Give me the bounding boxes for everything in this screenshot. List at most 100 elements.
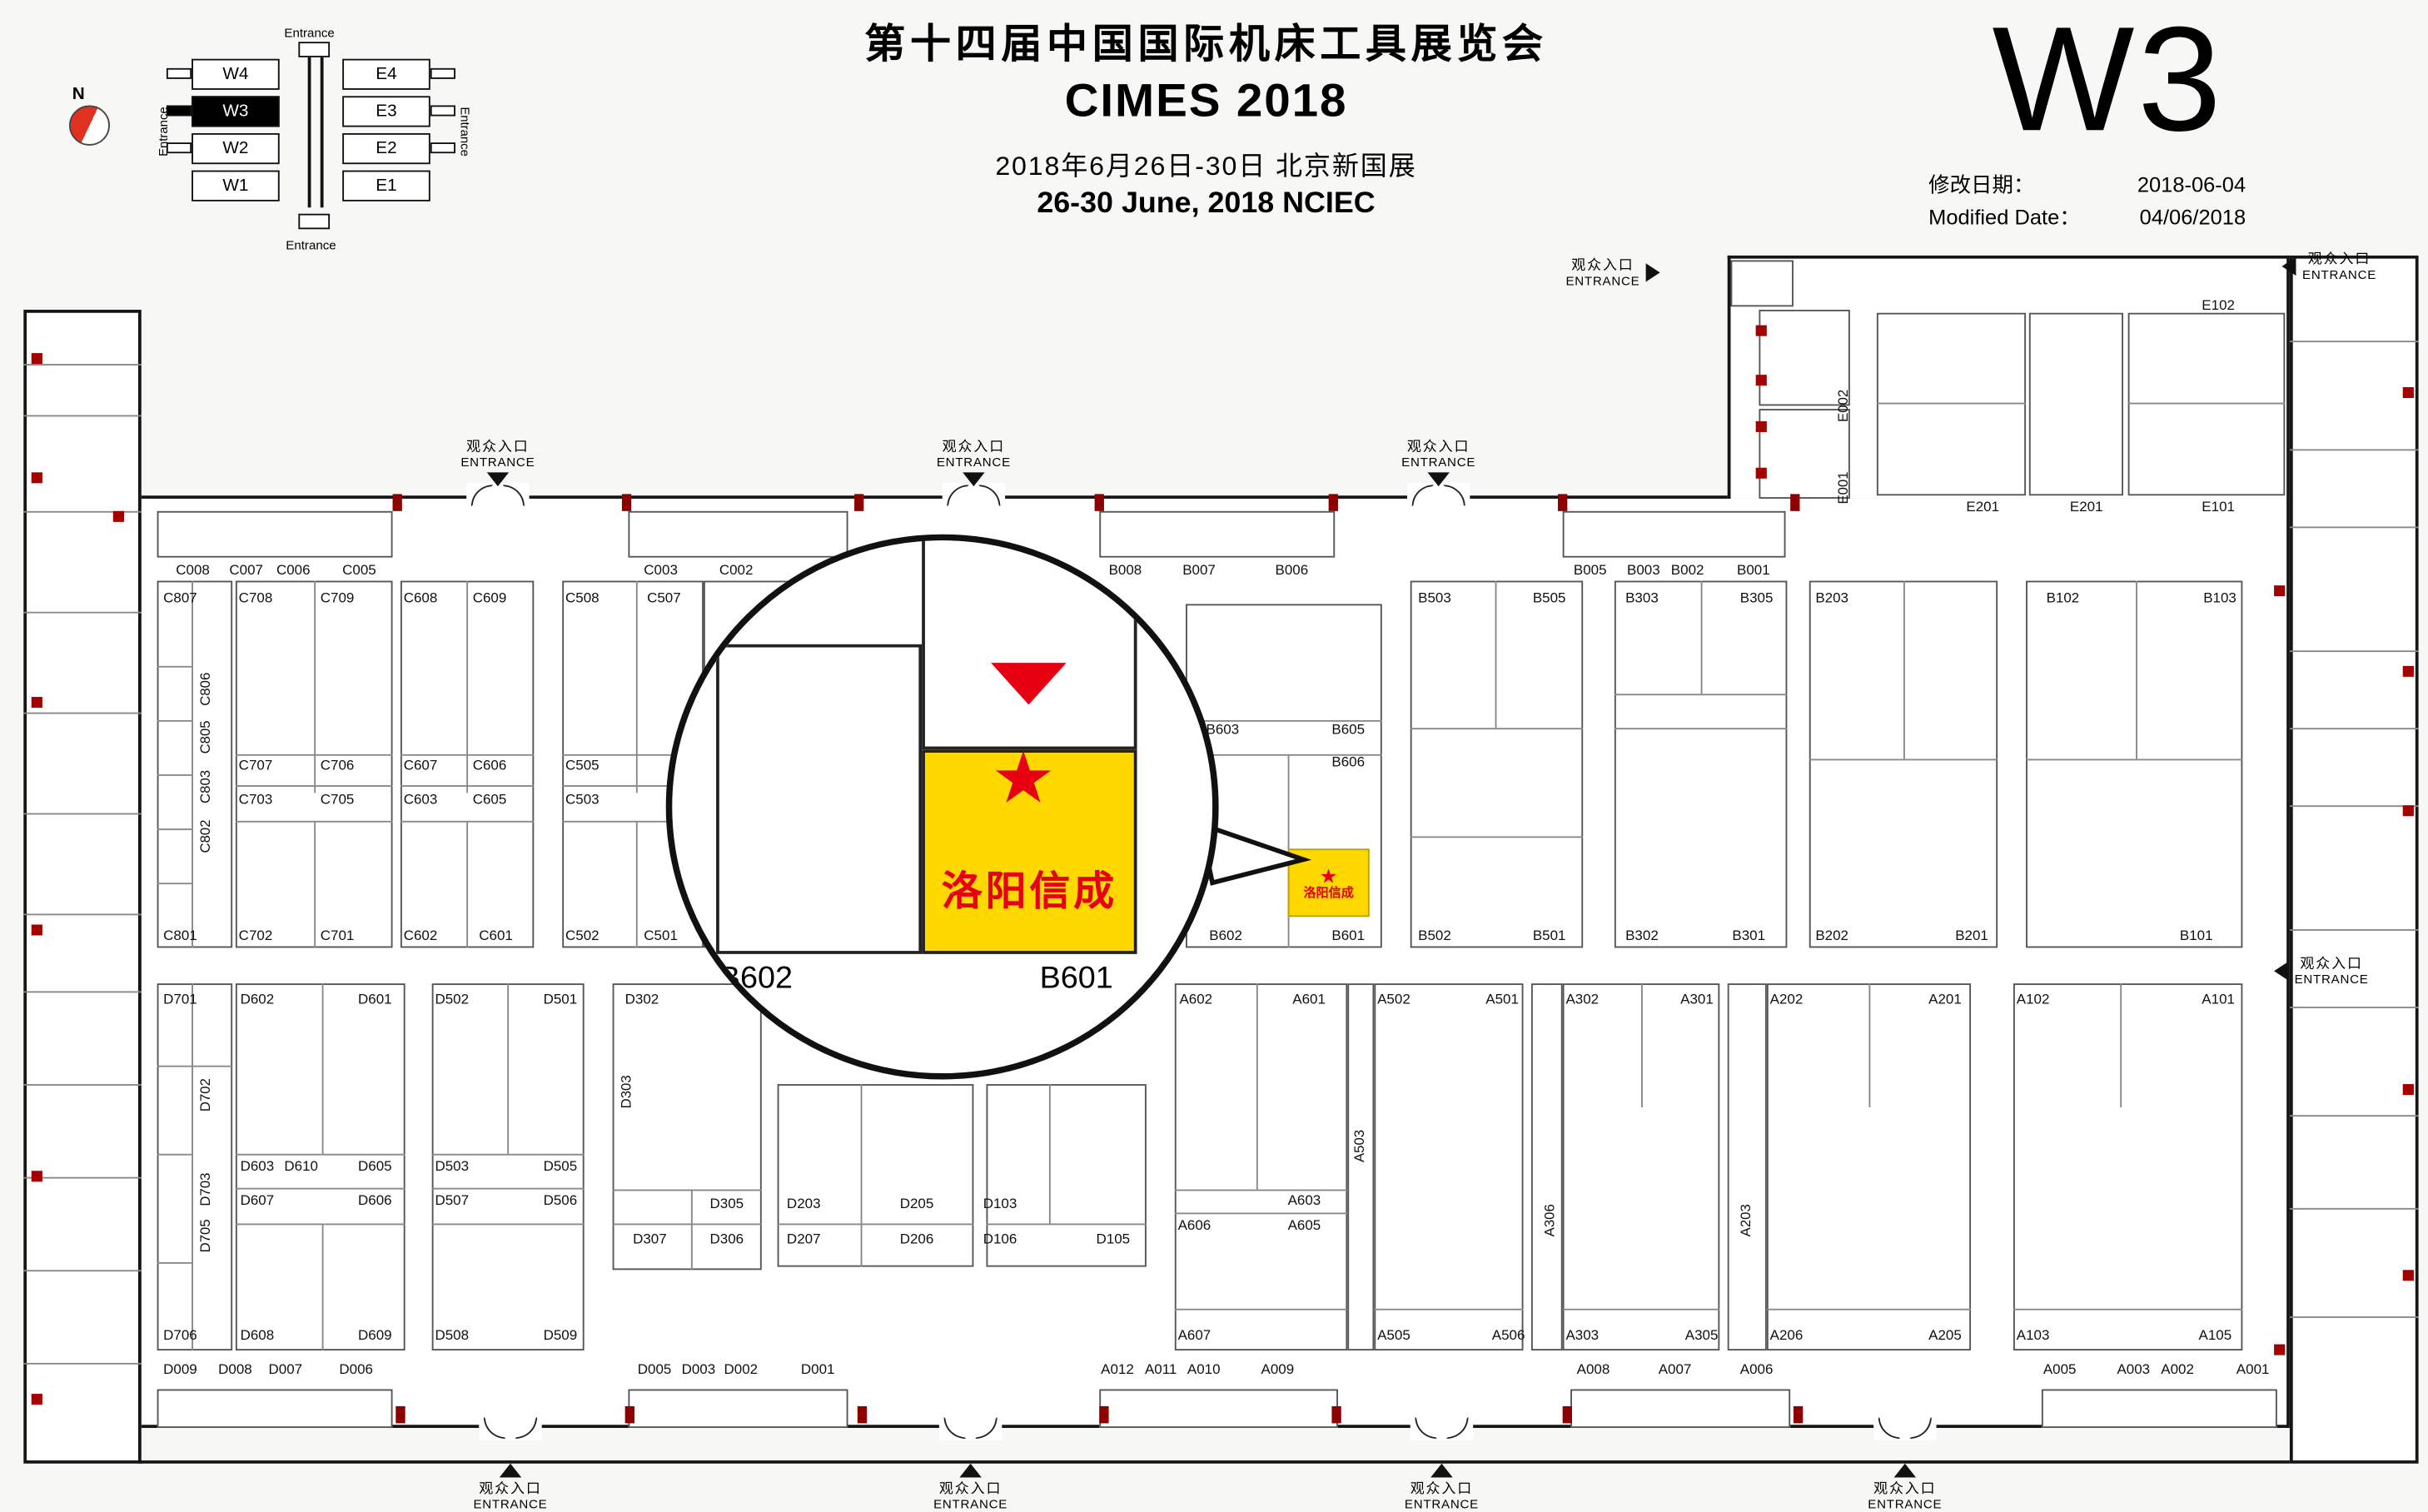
booth-label-d706: D706 [163, 1327, 197, 1343]
door-mark [621, 494, 632, 511]
divider-line-h [2289, 526, 2419, 529]
booth-label-c805: C805 [197, 720, 213, 754]
booth-label-a605: A605 [1287, 1217, 1321, 1233]
divider-line-h [400, 785, 535, 787]
booth-label-a007: A007 [1658, 1361, 1692, 1377]
divider-line-v [1640, 983, 1643, 1107]
fire-mark [2402, 1270, 2414, 1281]
divider-line-h [23, 364, 142, 366]
booth-label-b303: B303 [1625, 589, 1659, 606]
booth-block [777, 1084, 974, 1267]
booth-label-a302: A302 [1565, 991, 1600, 1007]
booth-label-d506: D506 [543, 1192, 578, 1208]
door-leaf-icon [502, 485, 525, 507]
overview-hall-w2: W2 [192, 132, 280, 165]
booth-block [157, 983, 233, 1351]
booth-label-b305: B305 [1739, 589, 1774, 606]
booth-label-d703: D703 [197, 1172, 213, 1206]
divider-line-h [2289, 449, 2419, 451]
door-mark [624, 1405, 634, 1424]
entrance-arrow-icon [1430, 1463, 1453, 1478]
modified-date-row-cn: 修改日期： 2018-06-04 [1928, 171, 2246, 203]
door-leaf-icon [1909, 1416, 1932, 1440]
door-mark [1790, 494, 1800, 511]
door-leaf-icon [943, 1416, 966, 1440]
door-mark [854, 494, 864, 511]
booth-block [1727, 983, 1767, 1351]
divider-line-h [431, 1223, 585, 1226]
star-icon: ★ [991, 737, 1056, 818]
hall-connector [166, 67, 192, 79]
door-symbol [479, 1415, 542, 1440]
callout-booth-b602 [716, 644, 923, 954]
booth-label-d302: D302 [624, 991, 659, 1007]
booth-label-a011: A011 [1144, 1361, 1177, 1377]
callout-label-b602: B602 [719, 962, 793, 997]
booth-label-c801: C801 [163, 928, 197, 943]
booth-label-b006: B006 [1275, 562, 1309, 578]
entrance-arrow-icon [2274, 962, 2289, 981]
overview-hall-w4: W4 [192, 58, 280, 90]
hall-connector [166, 142, 192, 154]
booth-label-a103: A103 [2016, 1327, 2050, 1343]
divider-line-v [1495, 580, 1497, 729]
booth-label-b503: B503 [1418, 589, 1451, 606]
divider-line-v [1700, 580, 1703, 694]
door-mark [396, 1405, 405, 1424]
door-mark [1099, 1405, 1109, 1424]
divider-line-h [23, 611, 142, 614]
booth-block [157, 1389, 393, 1429]
booth-label-b302: B302 [1625, 928, 1659, 943]
booth-label-d609: D609 [358, 1327, 392, 1343]
entrance-label-cn: 观众入口 [938, 1480, 1003, 1496]
door-leaf-icon [470, 485, 494, 507]
divider-line-h [23, 813, 142, 815]
booth-label-b005: B005 [1573, 562, 1607, 578]
divider-line-h [400, 820, 535, 823]
highlighted-booth-b601: ★ 洛阳信成 [1287, 848, 1370, 918]
door-mark [392, 494, 402, 511]
booth-label-d602: D602 [240, 991, 275, 1007]
divider-line-v [635, 580, 638, 793]
exhibitor-name-large: 洛阳信成 [941, 867, 1117, 914]
door-symbol [1873, 1415, 1937, 1440]
divider-line-h [1410, 836, 1584, 838]
booth-label-d501: D501 [543, 991, 578, 1007]
divider-line-h [1410, 728, 1584, 730]
booth-label-a602: A602 [1179, 991, 1213, 1007]
booth-label-a008: A008 [1576, 1361, 1610, 1377]
door-leaf-icon [515, 1416, 538, 1440]
booth-label-c606: C606 [472, 757, 507, 773]
entrance-label-en: ENTRANCE [2294, 972, 2369, 987]
overview-entrance-right: Entrance [457, 107, 472, 157]
divider-line-v [1256, 983, 1258, 1190]
exhibition-title-en: CIMES 2018 [1064, 76, 1348, 127]
booth-label-c707: C707 [238, 757, 273, 773]
divider-line-h [235, 785, 393, 787]
booth-label-e001: E001 [1834, 471, 1851, 505]
booth-label-a003: A003 [2117, 1361, 2151, 1377]
booth-label-a102: A102 [2016, 991, 2050, 1007]
booth-block [1410, 580, 1584, 948]
booth-label-d505: D505 [543, 1158, 578, 1174]
fire-mark [31, 697, 42, 709]
divider-line-h [157, 719, 192, 722]
booth-label-a506: A506 [1491, 1327, 1525, 1343]
booth-label-b102: B102 [2046, 589, 2080, 606]
divider-line-h [157, 1153, 192, 1156]
booth-block [1099, 1389, 1338, 1429]
divider-line-h [235, 1223, 405, 1226]
door-leaf-icon [975, 1416, 998, 1440]
booth-block [1347, 983, 1375, 1351]
door-leaf-icon [1415, 1416, 1437, 1440]
divider-line-v [507, 983, 510, 1154]
booth-label-c802: C802 [197, 819, 213, 853]
booth-label-c702: C702 [238, 928, 273, 943]
